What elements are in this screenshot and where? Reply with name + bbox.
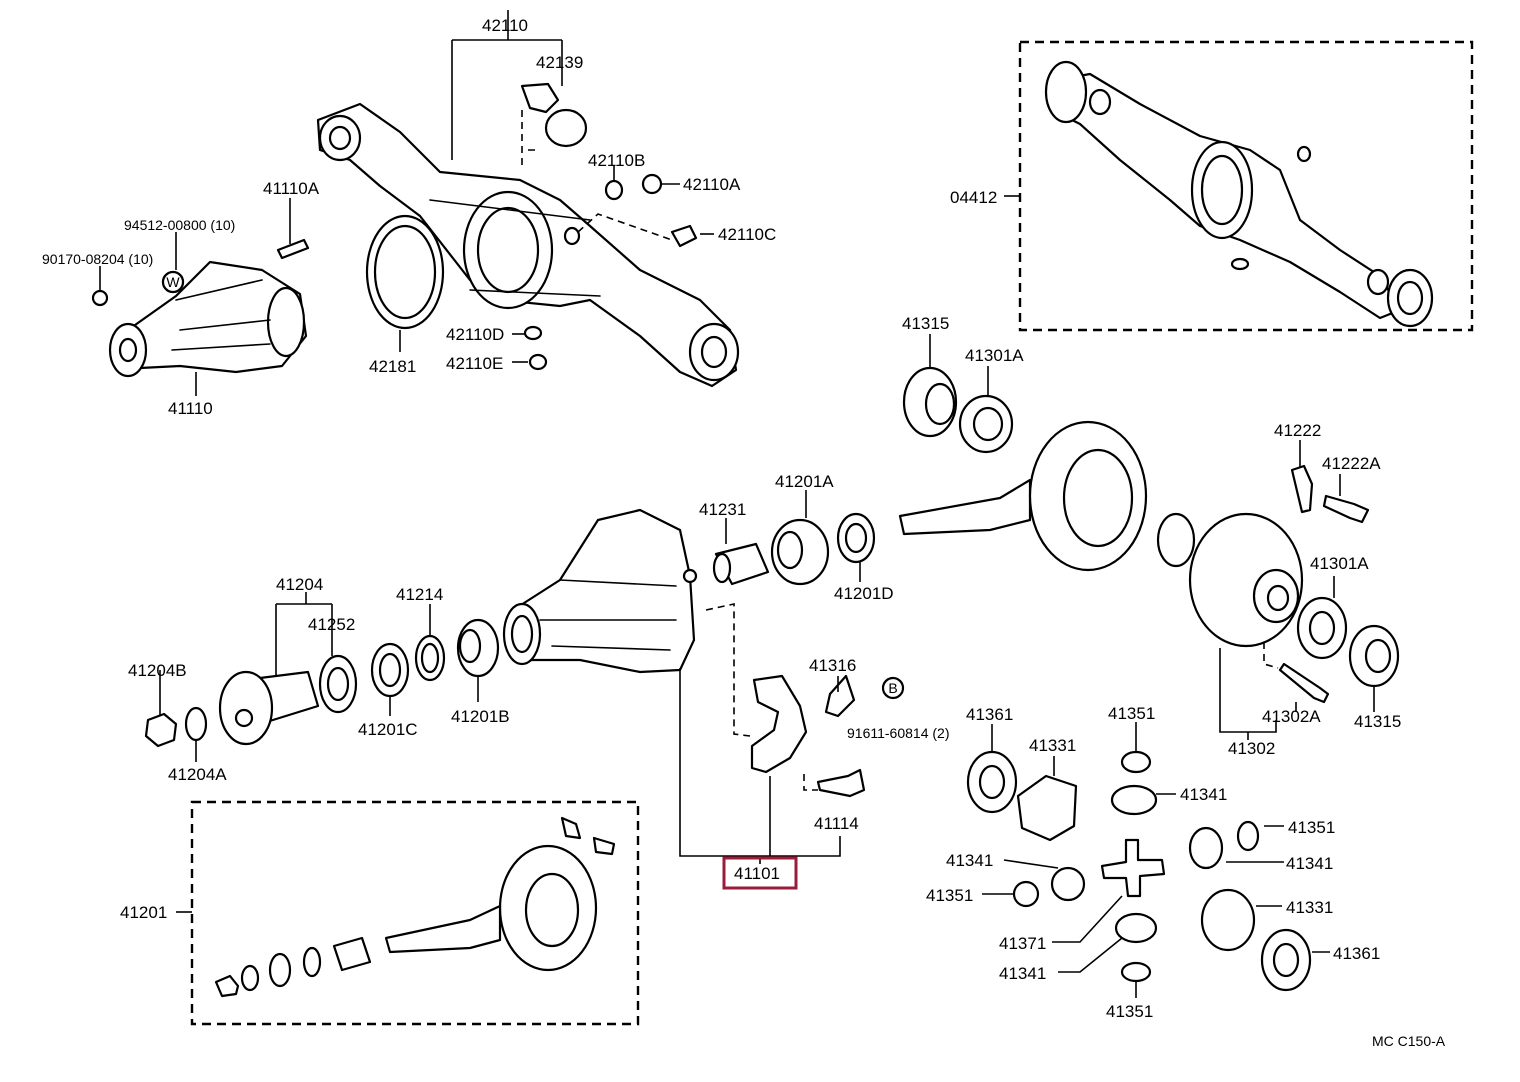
differential-case-41302 [1156, 512, 1304, 669]
spacer-41231 [712, 542, 770, 586]
label-41201: 41201 [120, 903, 167, 922]
label-41351-d: 41351 [1106, 1002, 1153, 1021]
bolt-41222a [1322, 494, 1370, 524]
b-symbol-text: B [888, 680, 897, 696]
label-41331-top: 41331 [1029, 736, 1076, 755]
ring-gear-set-41201 [214, 816, 616, 998]
carrier-assembly-41110 [91, 238, 310, 378]
label-41351-c: 41351 [1288, 818, 1335, 837]
label-41301a-top: 41301A [965, 346, 1024, 365]
bearing-41315-top [902, 366, 958, 438]
label-42110e: 42110E [446, 354, 503, 373]
ring-gear-and-pinion [898, 420, 1148, 572]
label-90170: 90170-08204 (10) [42, 251, 153, 267]
b-symbol [881, 676, 905, 700]
label-41351-b: 41351 [926, 886, 973, 905]
lock-41222 [1290, 464, 1314, 514]
label-91611: 91611-60814 (2) [847, 725, 949, 741]
label-41361-b: 41361 [1333, 944, 1380, 963]
label-41315-right: 41315 [1354, 712, 1401, 731]
label-41110: 41110 [168, 399, 213, 418]
w-symbol-text: W [166, 274, 180, 290]
label-42110: 42110 [482, 16, 528, 35]
small-hardware-42110 [523, 173, 698, 371]
label-94512: 94512-00800 (10) [124, 217, 235, 233]
companion-flange-41204 [218, 670, 320, 746]
carrier-housing-41101 [502, 508, 866, 798]
label-41302: 41302 [1228, 739, 1275, 758]
label-42139: 42139 [536, 53, 583, 72]
bearing-41315-right-inner [1364, 638, 1392, 674]
differential-gears [966, 750, 1312, 992]
axle-housing-42110 [316, 102, 740, 388]
label-41316: 41316 [809, 656, 856, 675]
label-41222a: 41222A [1322, 454, 1381, 473]
label-41204a: 41204A [168, 765, 227, 784]
washer-41201d-inner [844, 522, 868, 554]
label-41201c: 41201C [358, 720, 418, 739]
label-41201b: 41201B [451, 707, 510, 726]
label-41214: 41214 [396, 585, 443, 604]
label-41315-top: 41315 [902, 314, 949, 333]
bolt-41302a [1278, 662, 1330, 704]
label-04412: 04412 [950, 188, 997, 207]
label-41341-c: 41341 [1286, 854, 1333, 873]
label-41302a: 41302A [1262, 707, 1321, 726]
box-41201 [190, 800, 640, 1026]
label-42181: 42181 [369, 357, 416, 376]
breather-42139 [520, 82, 588, 166]
label-41101: 41101 [734, 864, 780, 883]
label-41371: 41371 [999, 934, 1046, 953]
diagram-code: MC C150-A [1372, 1033, 1446, 1049]
label-41110a: 41110A [263, 179, 320, 198]
label-41204: 41204 [276, 575, 323, 594]
axle-housing-04412 [1044, 60, 1434, 328]
leader-lines [99, 10, 1375, 998]
label-41341-a: 41341 [1180, 785, 1227, 804]
box-04412 [1018, 40, 1474, 332]
part-labels: 42110 42139 42110B 42110A 42110C 42110D … [42, 16, 1446, 1049]
oil-seal-41252-inner [326, 666, 350, 702]
gasket-42181 [365, 214, 445, 330]
highlight-box-41101 [722, 856, 798, 890]
w-symbol [161, 270, 185, 294]
bearing-41201a [770, 518, 830, 586]
label-41222: 41222 [1274, 421, 1321, 440]
label-42110d: 42110D [446, 325, 504, 344]
label-41341-b: 41341 [946, 851, 993, 870]
label-41201a: 41201A [775, 472, 834, 491]
label-42110b: 42110B [588, 151, 645, 170]
label-41252: 41252 [308, 615, 355, 634]
washer-41214-inner [420, 642, 440, 674]
washer-41204a [184, 706, 208, 742]
label-41204b: 41204B [128, 661, 187, 680]
label-41301a-right: 41301A [1310, 554, 1369, 573]
label-41351-top: 41351 [1108, 704, 1155, 723]
label-41341-d: 41341 [999, 964, 1046, 983]
label-41231: 41231 [699, 500, 746, 519]
label-42110c: 42110C [718, 225, 776, 244]
label-42110a: 42110A [683, 175, 741, 194]
bearing-41201c-inner [378, 652, 402, 688]
bearing-41301a-right-inner [1308, 610, 1336, 646]
bearing-41201b-inner [458, 628, 482, 664]
label-41201d: 41201D [834, 584, 894, 603]
nut-41204b [144, 712, 178, 748]
label-41114: 41114 [814, 814, 859, 833]
label-41361-top: 41361 [966, 705, 1013, 724]
bearing-41301a-top [958, 394, 1014, 454]
label-41331-b: 41331 [1286, 898, 1333, 917]
